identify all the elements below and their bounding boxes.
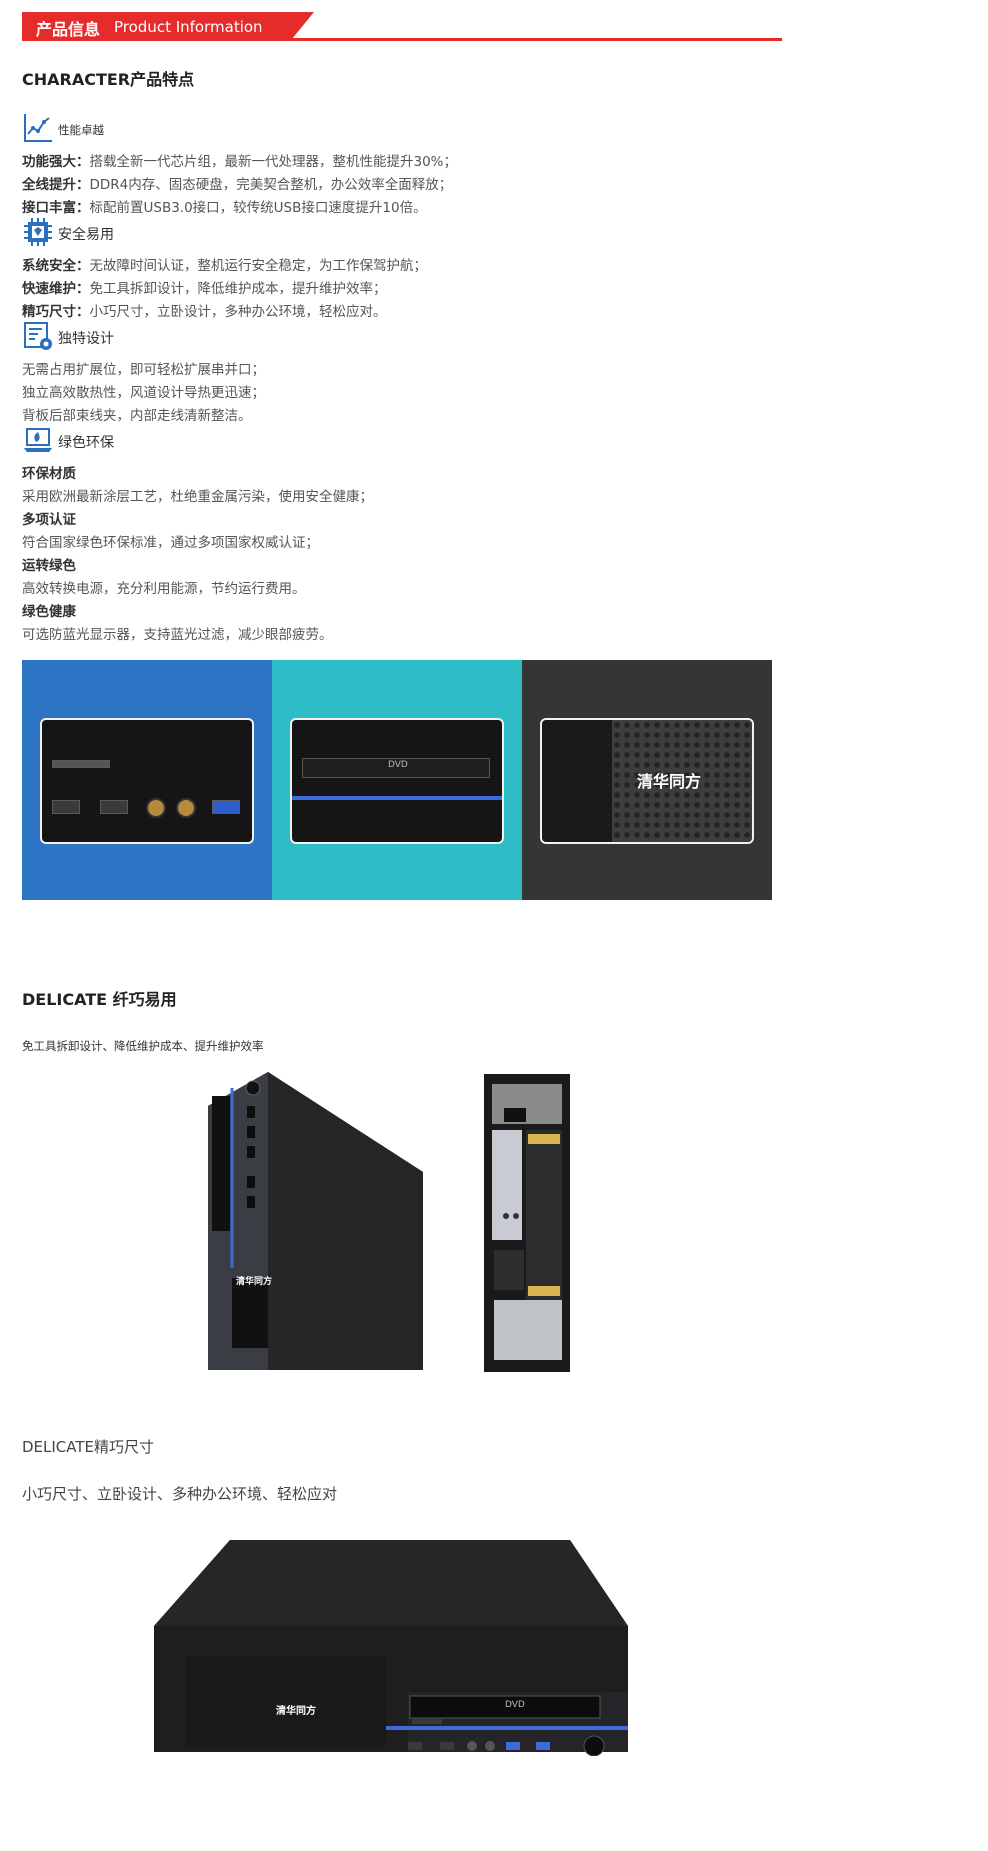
dvd-label-horizontal: DVD: [505, 1700, 525, 1710]
optical-drive-panel: DVD: [272, 660, 522, 900]
pc-rear-image: [484, 1074, 570, 1372]
dvd-label: DVD: [388, 760, 408, 770]
feature-title: 性能卓越: [58, 123, 104, 137]
feature-line: 精巧尺寸：小巧尺寸，立卧设计，多种办公环境，轻松应对。: [22, 304, 387, 320]
eco-heading: 绿色健康: [22, 604, 76, 620]
eco-heading: 多项认证: [22, 512, 76, 528]
section-header: 产品信息 Product Information: [22, 12, 782, 42]
delicate-title: DELICATE 纤巧易用: [22, 990, 177, 1009]
eco-heading: 运转绿色: [22, 558, 76, 574]
brand-panel: 清华同方: [522, 660, 772, 900]
laptop-eco-icon: [24, 428, 52, 452]
chart-line-icon: [24, 114, 52, 142]
brand-logo: 清华同方: [637, 772, 702, 791]
eco-heading: 环保材质: [22, 466, 76, 482]
feature-line: 全线提升：DDR4内存、固态硬盘，完美契合整机，办公效率全面释放；: [22, 177, 453, 193]
feature-eco: 绿色环保: [22, 424, 322, 458]
header-title-en: Product Information: [114, 18, 263, 36]
feature-line: 功能强大：搭载全新一代芯片组，最新一代处理器，整机性能提升30%；: [22, 154, 458, 170]
pc-horizontal-image: [154, 1540, 628, 1756]
optical-drive-image: DVD: [290, 718, 504, 844]
delicate-size-subtitle: 小巧尺寸、立卧设计、多种办公环境、轻松应对: [22, 1485, 338, 1503]
brand-logo-horizontal: 清华同方: [276, 1706, 316, 1717]
header-red-line: [22, 38, 782, 41]
eco-text: 采用欧洲最新涂层工艺，杜绝重金属污染，使用安全健康；: [22, 489, 373, 505]
settings-document-icon: [24, 322, 52, 350]
front-ports-panel: [22, 660, 272, 900]
eco-text: 高效转换电源，充分利用能源，节约运行费用。: [22, 581, 306, 597]
cpu-chip-icon: [24, 218, 52, 246]
feature-line: 独立高效散热性，风道设计导热更迅速；: [22, 385, 265, 401]
brand-mesh-image: 清华同方: [540, 718, 754, 844]
feature-image-strip: DVD 清华同方: [22, 660, 772, 900]
feature-security: 安全易用: [22, 216, 322, 250]
delicate-subtitle: 免工具拆卸设计、降低维护成本、提升维护效率: [22, 1039, 264, 1053]
feature-line: 系统安全：无故障时间认证，整机运行安全稳定，为工作保驾护航；: [22, 258, 427, 274]
feature-title: 安全易用: [58, 227, 114, 243]
header-red-tab: [22, 12, 314, 39]
feature-performance: 性能卓越: [22, 112, 322, 146]
feature-line: 无需占用扩展位，即可轻松扩展串并口；: [22, 362, 265, 378]
front-ports-image: [40, 718, 254, 844]
eco-text: 符合国家绿色环保标准，通过多项国家权威认证；: [22, 535, 319, 551]
feature-line: 接口丰富：标配前置USB3.0接口，较传统USB接口速度提升10倍。: [22, 200, 427, 216]
feature-line: 快速维护：免工具拆卸设计，降低维护成本，提升维护效率；: [22, 281, 387, 297]
feature-design: 独特设计: [22, 320, 322, 354]
character-title: CHARACTER产品特点: [22, 70, 195, 89]
header-title-cn: 产品信息: [36, 20, 101, 39]
pc-front-image: [208, 1072, 423, 1370]
eco-text: 可选防蓝光显示器，支持蓝光过滤，减少眼部疲劳。: [22, 627, 333, 643]
feature-title: 绿色环保: [58, 435, 114, 451]
brand-logo-front: 清华同方: [236, 1277, 273, 1287]
delicate-size-title: DELICATE精巧尺寸: [22, 1438, 155, 1456]
feature-line: 背板后部束线夹，内部走线清新整洁。: [22, 408, 252, 424]
feature-title: 独特设计: [58, 331, 114, 347]
